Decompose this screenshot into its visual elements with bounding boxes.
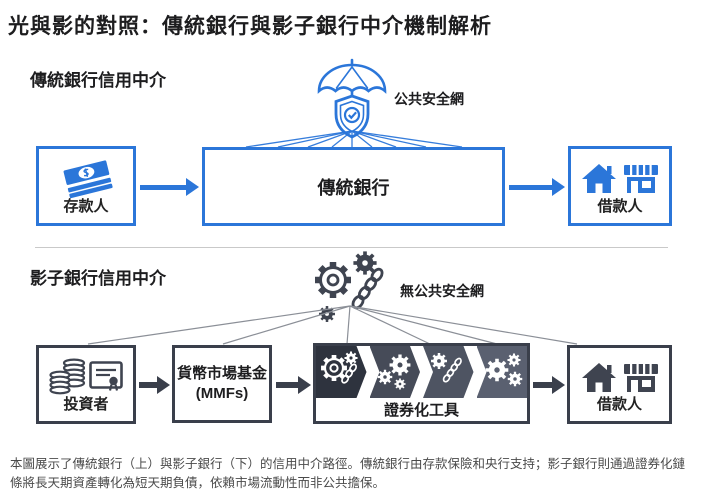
borrower-label: 借款人: [597, 198, 643, 215]
gears-white-icon: [480, 351, 524, 388]
no-safety-net-rays: [87, 305, 578, 345]
mmf-label-line2: (MMFs): [195, 385, 249, 402]
shadow-section-heading: 影子銀行信用中介: [30, 269, 166, 288]
house-icon: [582, 164, 616, 193]
money-stack-icon: [63, 160, 113, 199]
borrower-box-shadow: 借款人: [567, 345, 672, 424]
gears-white-icon: [373, 350, 417, 394]
safety-net-label: 公共安全網: [394, 91, 464, 107]
borrower-label: 借款人: [596, 396, 642, 413]
flow-arrow-depositor-bank: [140, 178, 199, 196]
securitization-label: 證券化工具: [383, 402, 459, 419]
mmf-label-line1: 貨幣市場基金: [176, 364, 267, 382]
flow-arrow-bank-borrower: [509, 178, 565, 196]
store-icon: [623, 364, 658, 392]
traditional-section-heading: 傳統銀行信用中介: [30, 71, 166, 90]
depositor-box: 存款人: [36, 146, 136, 226]
chevron-segment-4: [476, 346, 527, 398]
investor-label: 投資者: [63, 396, 109, 413]
gear-chain-white-icon: [426, 350, 470, 394]
borrower-box-traditional: 借款人: [568, 146, 672, 226]
gear-chain-white-icon: [319, 350, 363, 394]
bank-label: 傳統銀行: [317, 177, 390, 198]
securitization-chevrons: [316, 346, 527, 398]
chevron-segment-2: [370, 346, 421, 398]
safety-net-rays: [245, 130, 463, 148]
flow-arrow-securitization-borrower: [533, 376, 565, 394]
section-divider: [35, 247, 668, 248]
investor-box: 投資者: [36, 345, 136, 424]
securitization-box: 證券化工具: [313, 343, 530, 424]
mmf-box: 貨幣市場基金 (MMFs): [172, 345, 272, 423]
flow-arrow-investor-mmf: [139, 376, 170, 394]
coins-icon: [49, 358, 86, 395]
store-icon: [624, 165, 658, 193]
page-title: 光與影的對照：傳統銀行與影子銀行中介機制解析: [8, 15, 492, 38]
depositor-label: 存款人: [63, 198, 109, 215]
umbrella-shield-icon: [317, 58, 387, 139]
chevron-segment-1: [316, 346, 367, 398]
caption-text: 本圖展示了傳統銀行（上）與影子銀行（下）的信用中介路徑。傳統銀行由存款保險和央行…: [10, 457, 686, 490]
house-icon: [581, 363, 616, 392]
chevron-segment-3: [423, 346, 474, 398]
flow-arrow-mmf-securitization: [276, 376, 311, 394]
bank-box: 傳統銀行: [202, 147, 505, 226]
mmf-label: 貨幣市場基金 (MMFs): [175, 348, 269, 420]
no-safety-net-label: 無公共安全網: [400, 283, 484, 299]
certificate-icon: [89, 361, 123, 391]
